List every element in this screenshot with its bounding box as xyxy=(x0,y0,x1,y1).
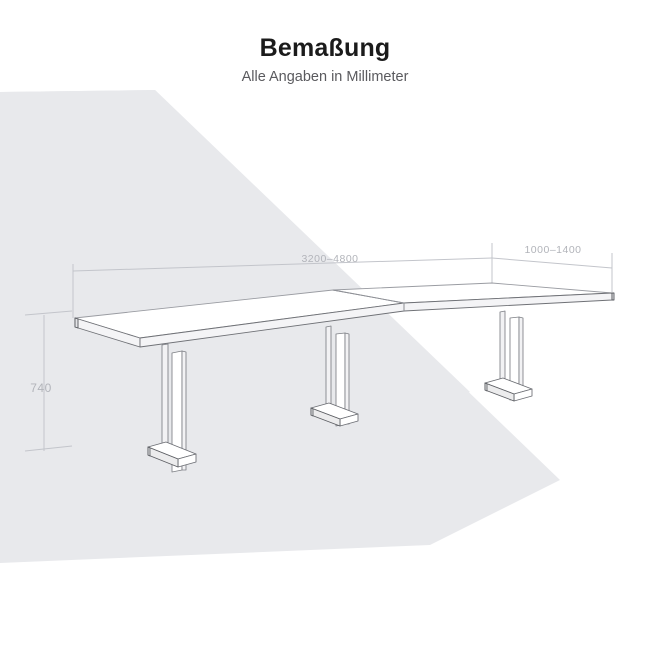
height-dimension-group: 740 xyxy=(24,310,73,452)
width-dimension-label: 3200–4800 xyxy=(301,253,358,265)
height-dimension-label: 740 xyxy=(30,381,52,395)
page-title: Bemaßung xyxy=(260,34,391,62)
leg-right xyxy=(484,310,533,402)
depth-dimension-line xyxy=(491,257,613,269)
height-dimension-tick-bottom xyxy=(24,445,73,452)
depth-dimension-group: 1000–1400 xyxy=(491,244,613,292)
header-block: Bemaßung Alle Angaben in Millimeter xyxy=(242,34,409,85)
leg-center xyxy=(310,325,359,427)
tabletop-seam xyxy=(332,289,405,304)
depth-dimension-label: 1000–1400 xyxy=(524,244,581,256)
width-dimension-group: 3200–4800 xyxy=(72,243,493,318)
leg-left xyxy=(147,343,197,473)
page-subtitle: Alle Angaben in Millimeter xyxy=(242,69,409,85)
width-dimension-line xyxy=(72,257,493,272)
tabletop-left-panel xyxy=(74,289,405,348)
height-dimension-tick-top xyxy=(24,310,73,316)
